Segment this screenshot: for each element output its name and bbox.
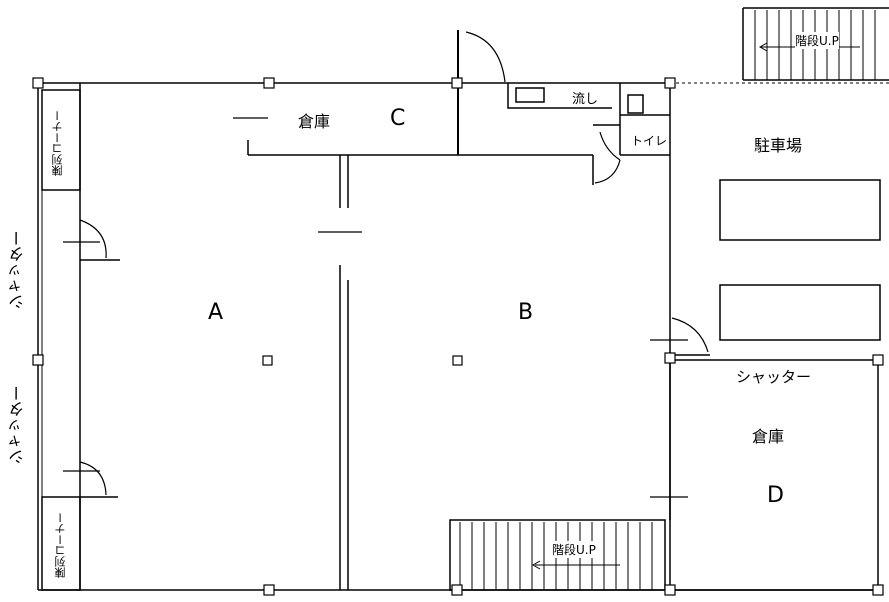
- shutter-left-top-label: シャッター: [8, 230, 27, 310]
- toilet-label: トイレ: [631, 134, 668, 148]
- shutter-left-bottom-label: シャッター: [8, 385, 27, 465]
- room-a-label: A: [208, 300, 224, 325]
- storage-c-label: 倉庫: [298, 112, 331, 131]
- room-d-label: D: [767, 483, 784, 508]
- stairs-bottom-label: 階段U.P: [552, 541, 596, 558]
- display-corner-top-label: 陳列コーナー: [51, 110, 64, 176]
- shutter-d-label: シャッター: [736, 368, 812, 386]
- walls: [37, 7, 889, 591]
- columns: [32, 77, 884, 596]
- storage-d-label: 倉庫: [752, 427, 785, 446]
- sink-label: 流し: [572, 92, 599, 107]
- stairs-top-label: 階段U.P: [795, 32, 839, 49]
- display-corner-bottom-label: 陳列コーナー: [54, 512, 67, 578]
- door-arrows: [63, 31, 709, 498]
- parking-label: 駐車場: [754, 136, 803, 155]
- room-c-label: C: [390, 106, 406, 131]
- room-b-label: B: [518, 300, 534, 325]
